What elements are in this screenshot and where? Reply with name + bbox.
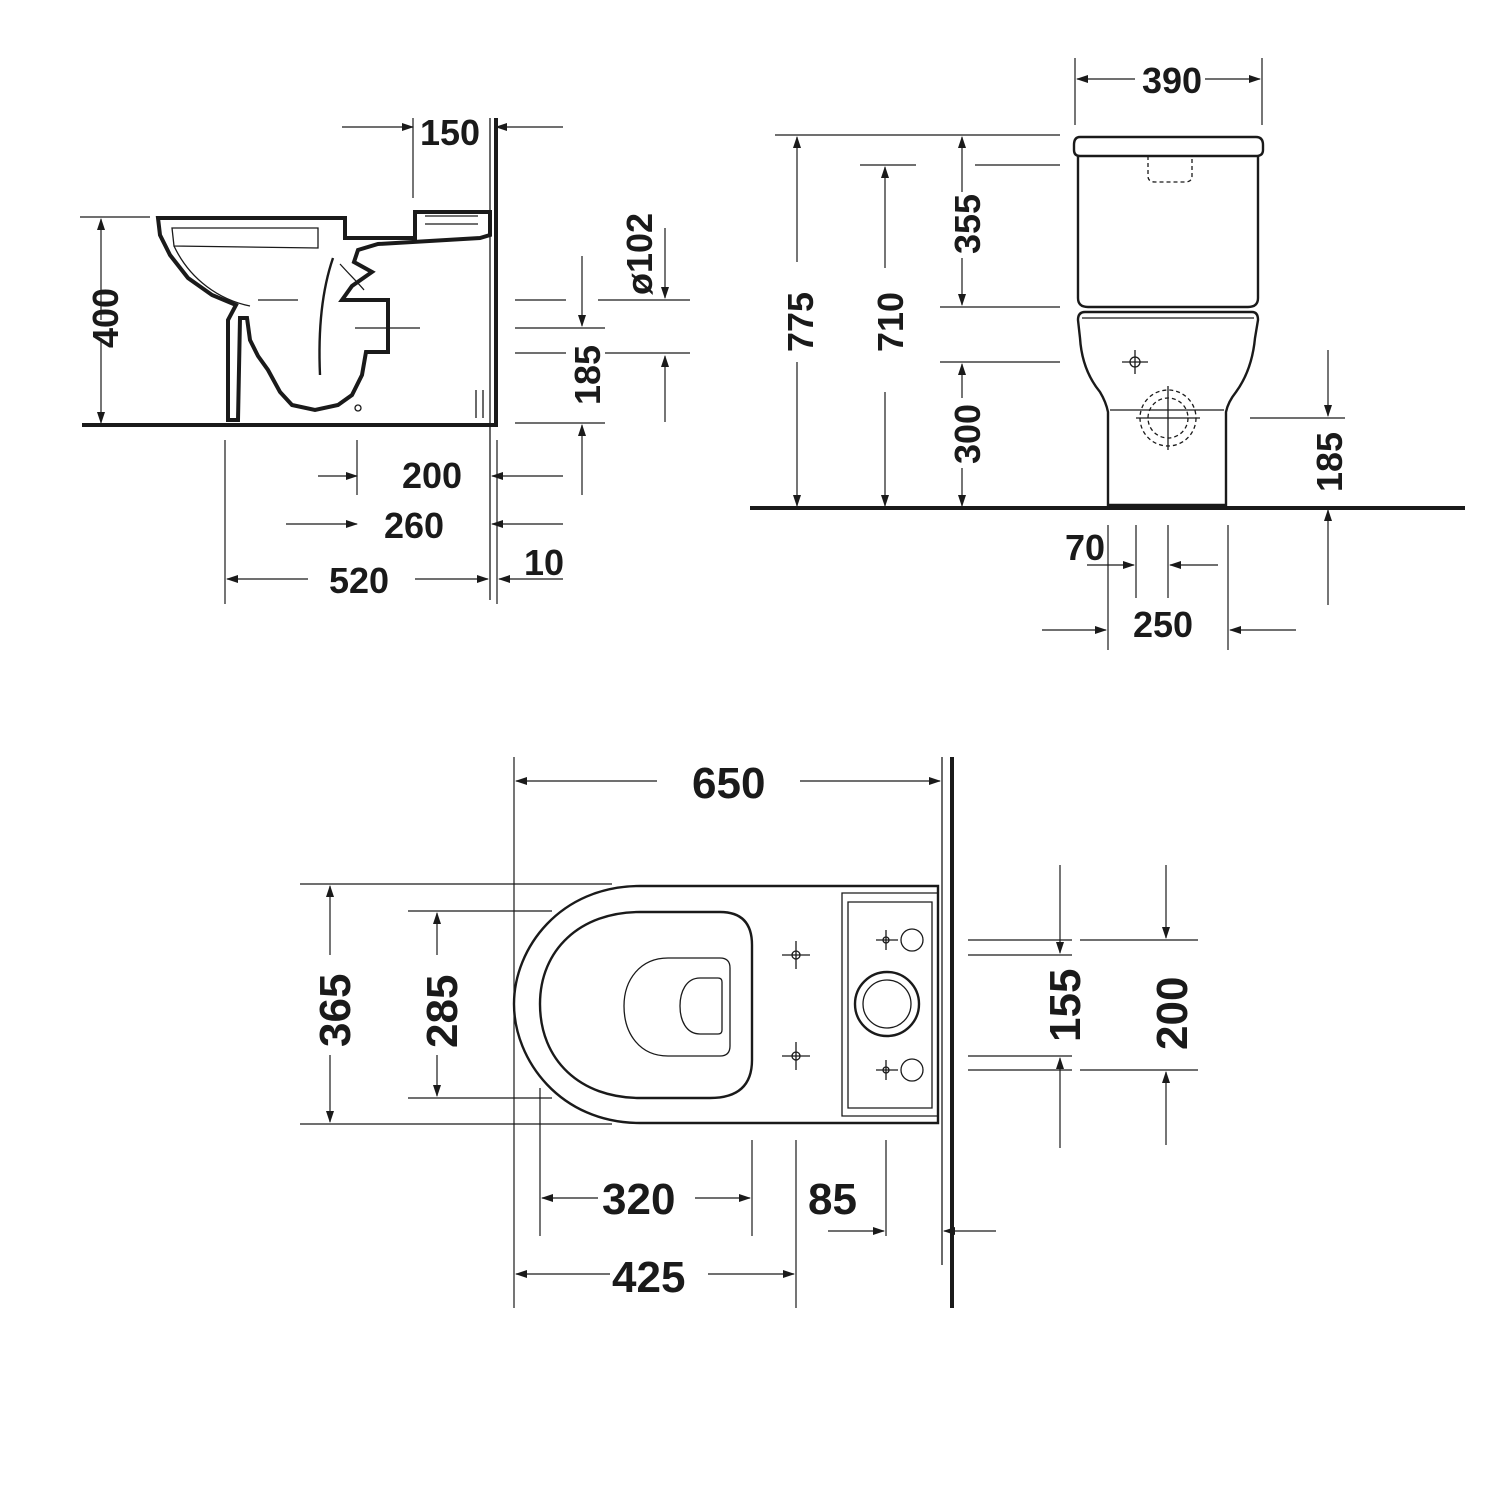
- side-dim-520: 520: [329, 560, 389, 601]
- top-toilet-outline: [512, 884, 940, 1125]
- side-dim-10: 10: [524, 542, 564, 583]
- side-dim-260: 260: [384, 505, 444, 546]
- top-dim-200: 200: [1148, 977, 1197, 1050]
- side-view: 150 400 ø102 185 200 260 520: [80, 112, 690, 604]
- front-cistern-body: [1076, 156, 1260, 309]
- top-seat: [538, 910, 754, 1100]
- top-dim-650: 650: [692, 759, 765, 808]
- front-view: 390 775 710 355 300 185 70: [750, 58, 1465, 650]
- top-dim-155: 155: [1041, 969, 1090, 1042]
- top-dim-425: 425: [612, 1253, 685, 1302]
- front-cistern-lid: [1072, 135, 1265, 158]
- top-cistern: [841, 892, 939, 1117]
- side-toilet-outline: [155, 210, 492, 422]
- top-dim-285: 285: [418, 975, 467, 1048]
- side-dim-200: 200: [402, 455, 462, 496]
- front-dim-390: 390: [1142, 60, 1202, 101]
- front-bowl: [1076, 310, 1260, 507]
- side-dim-150: 150: [420, 112, 480, 153]
- front-dim-185: 185: [1309, 432, 1350, 492]
- front-dim-775: 775: [780, 292, 821, 352]
- front-dim-710: 710: [870, 292, 911, 352]
- front-dim-250: 250: [1133, 604, 1193, 645]
- front-dim-300: 300: [947, 404, 988, 464]
- side-dim-o102: ø102: [619, 213, 660, 295]
- top-dim-320: 320: [602, 1175, 675, 1224]
- front-dim-70: 70: [1065, 527, 1105, 568]
- top-flush-outlet: [853, 970, 921, 1038]
- front-dim-355: 355: [947, 194, 988, 254]
- top-dim-85: 85: [808, 1175, 857, 1224]
- side-dim-400: 400: [85, 288, 126, 348]
- top-view: 650 365 285 155 200 320: [300, 757, 1198, 1308]
- top-dim-365: 365: [311, 974, 360, 1047]
- side-dim-185: 185: [567, 345, 608, 405]
